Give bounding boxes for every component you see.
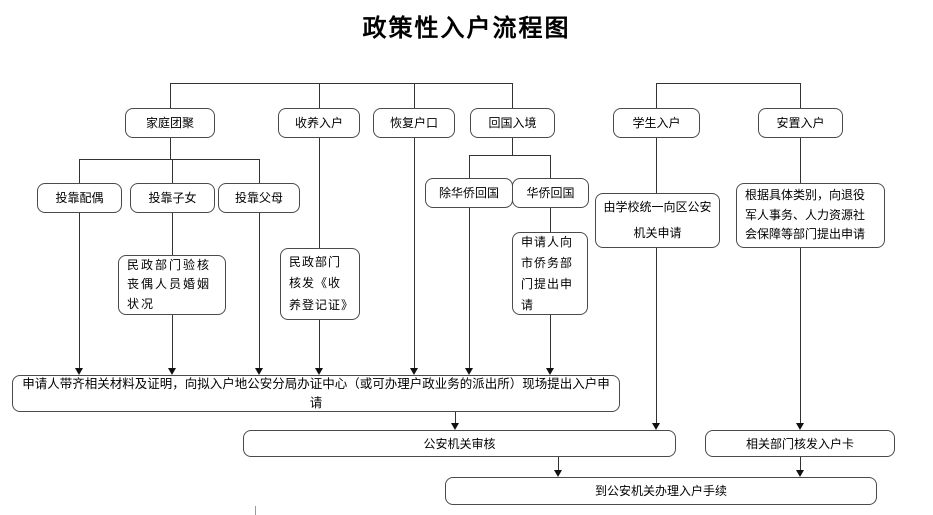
connector-line xyxy=(656,83,657,108)
flow-node-student: 学生入户 xyxy=(613,108,700,138)
flow-node-label: 根据具体类别，向退役军人事务、人力资源社会保障等部门提出申请 xyxy=(745,187,866,242)
flow-node-resettlement: 安置入户 xyxy=(758,108,843,138)
arrowhead-down-icon xyxy=(410,368,418,375)
flow-node-restore-hukou: 恢复户口 xyxy=(373,108,455,138)
arrowhead-down-icon xyxy=(168,368,176,375)
flow-node-join-spouse: 投靠配偶 xyxy=(37,183,122,213)
flow-node-label: 华侨回国 xyxy=(526,186,575,200)
page-title: 政策性入户流程图 xyxy=(362,13,571,42)
flow-node-non-overseas-chinese-return: 除华侨回国 xyxy=(425,178,513,208)
connector-line xyxy=(800,457,801,471)
connector-line xyxy=(656,83,800,84)
flow-node-join-parents: 投靠父母 xyxy=(218,183,300,213)
arrowhead-down-icon xyxy=(465,368,473,375)
flow-node-label: 投靠父母 xyxy=(234,191,283,205)
connector-line xyxy=(550,155,551,178)
arrowhead-down-icon xyxy=(554,470,562,477)
flow-node-label: 公安机关审核 xyxy=(423,436,496,451)
connector-line xyxy=(79,213,80,368)
flow-node-join-children: 投靠子女 xyxy=(130,183,215,213)
connector-line xyxy=(800,138,801,183)
connector-line xyxy=(170,83,513,84)
arrowhead-down-icon xyxy=(75,368,83,375)
connector-line xyxy=(469,155,470,178)
flow-node-issue-entry-card: 相关部门核发入户卡 xyxy=(705,430,895,457)
connector-line xyxy=(656,248,657,424)
connector-line xyxy=(512,83,513,108)
flow-node-dept-specific-apply: 根据具体类别，向退役军人事务、人力资源社会保障等部门提出申请 xyxy=(736,183,885,248)
flow-node-label: 申请人带齐相关材料及证明，向拟入户地公安分局办证中心（或可办理户政业务的派出所）… xyxy=(22,375,610,410)
flow-node-label: 除华侨回国 xyxy=(438,186,499,200)
flow-node-label: 由学校统一向区公安机关申请 xyxy=(603,200,712,240)
connector-line xyxy=(469,208,470,368)
flow-node-family-reunion: 家庭团聚 xyxy=(125,108,215,138)
connector-line xyxy=(469,155,550,156)
flow-node-return-entry: 回国入境 xyxy=(470,108,555,138)
connector-line xyxy=(414,138,415,368)
arrowhead-down-icon xyxy=(255,368,263,375)
connector-line xyxy=(800,83,801,108)
flow-node-civil-affairs-verify: 民政部门验核丧偶人员婚姻状况 xyxy=(118,255,226,315)
connector-line xyxy=(259,213,260,368)
flow-node-label: 投靠子女 xyxy=(148,191,197,205)
flow-node-label: 回国入境 xyxy=(488,116,537,130)
flow-node-civil-affairs-issue-cert: 民政部门核发《收养登记证》 xyxy=(280,248,360,320)
flow-node-label: 恢复户口 xyxy=(389,116,438,130)
flow-node-label: 民政部门核发《收养登记证》 xyxy=(289,254,355,312)
flow-node-label: 相关部门核发入户卡 xyxy=(745,436,854,451)
flow-node-adoption: 收养入户 xyxy=(278,108,360,138)
connector-line xyxy=(79,159,80,183)
flow-node-label: 申请人向市侨务部门提出申请 xyxy=(521,234,574,312)
arrowhead-down-icon xyxy=(796,470,804,477)
flow-node-label: 到公安机关办理入户手续 xyxy=(594,484,727,498)
connector-line xyxy=(170,83,171,108)
flow-node-police-review: 公安机关审核 xyxy=(243,430,676,457)
arrowhead-down-icon xyxy=(796,423,804,430)
arrowhead-down-icon xyxy=(315,368,323,375)
connector-line xyxy=(656,138,657,193)
connector-line xyxy=(79,159,260,160)
connector-line xyxy=(414,83,415,108)
connector-line xyxy=(319,138,320,248)
flow-node-label: 家庭团聚 xyxy=(145,116,194,130)
flow-node-overseas-affairs-apply: 申请人向市侨务部门提出申请 xyxy=(512,232,588,315)
connector-line xyxy=(512,138,513,155)
connector-line xyxy=(558,457,559,471)
flow-node-label: 安置入户 xyxy=(776,116,825,130)
flow-node-label: 收养入户 xyxy=(294,116,343,130)
connector-line xyxy=(172,315,173,368)
connector-line xyxy=(259,159,260,183)
connector-line xyxy=(170,138,171,159)
connector-line xyxy=(550,315,551,368)
flow-node-label: 投靠配偶 xyxy=(55,191,104,205)
flow-node-school-apply: 由学校统一向区公安机关申请 xyxy=(595,193,720,248)
connector-line xyxy=(172,213,173,255)
arrowhead-down-icon xyxy=(652,423,660,430)
flow-node-label: 学生入户 xyxy=(632,116,681,130)
text-caret xyxy=(255,506,256,515)
connector-line xyxy=(455,412,456,424)
flow-node-complete-procedure: 到公安机关办理入户手续 xyxy=(445,477,877,505)
arrowhead-down-icon xyxy=(546,368,554,375)
connector-line xyxy=(172,159,173,183)
flow-node-onsite-application: 申请人带齐相关材料及证明，向拟入户地公安分局办证中心（或可办理户政业务的派出所）… xyxy=(12,375,620,412)
flow-node-label: 民政部门验核丧偶人员婚姻状况 xyxy=(127,258,212,311)
flow-node-overseas-chinese-return: 华侨回国 xyxy=(512,178,589,208)
arrowhead-down-icon xyxy=(451,423,459,430)
connector-line xyxy=(319,320,320,368)
connector-line xyxy=(550,208,551,232)
connector-line xyxy=(319,83,320,108)
connector-line xyxy=(800,248,801,424)
